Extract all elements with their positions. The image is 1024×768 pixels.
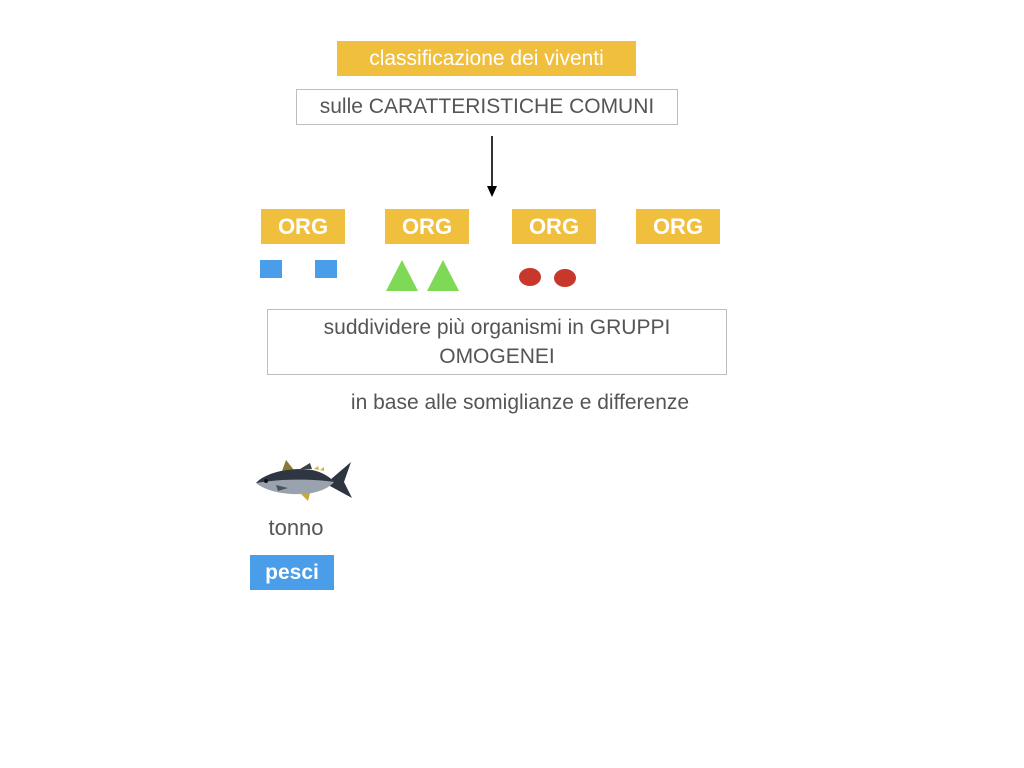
example-name: tonno <box>268 515 324 540</box>
org-badge-1: ORG <box>261 209 345 244</box>
group-badge: pesci <box>250 555 334 590</box>
org-badge-4: ORG <box>636 209 720 244</box>
subtitle-box: sulle CARATTERISTICHE COMUNI <box>296 89 678 125</box>
org-badge-3: ORG <box>512 209 596 244</box>
org-badge-2: ORG <box>385 209 469 244</box>
red-ellipse-2 <box>554 269 576 287</box>
blue-square-1 <box>260 260 282 278</box>
blue-square-2 <box>315 260 337 278</box>
green-triangle-1 <box>386 260 418 291</box>
description-box: suddividere più organismi in GRUPPI OMOG… <box>267 309 727 375</box>
red-ellipse-1 <box>519 268 541 286</box>
slide-title: classificazione dei viventi <box>337 41 636 76</box>
tuna-fish-icon <box>256 460 352 501</box>
criteria-text: in base alle somiglianze e differenze <box>350 391 690 414</box>
down-arrow-icon <box>487 136 497 197</box>
green-triangle-2 <box>427 260 459 291</box>
